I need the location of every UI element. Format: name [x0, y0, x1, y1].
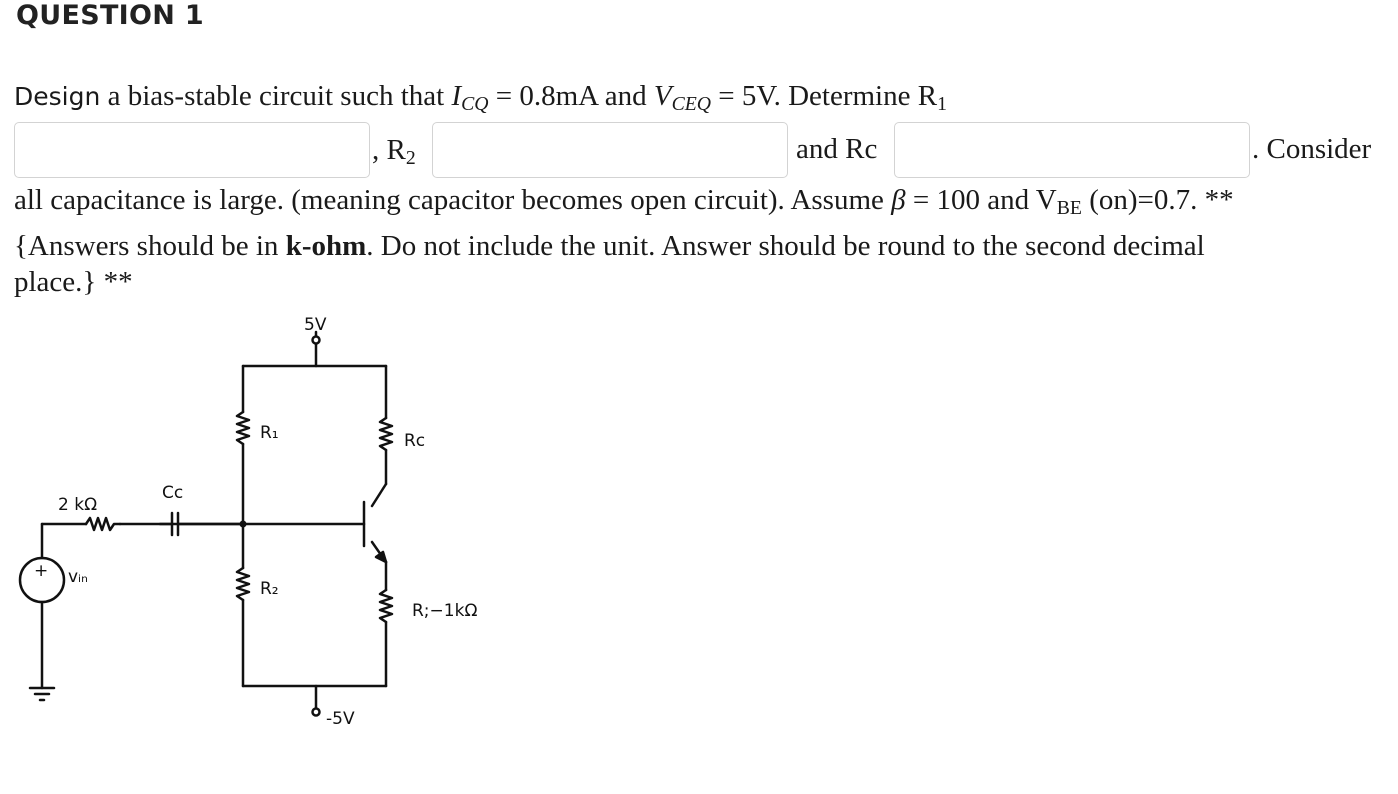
r2-answer-input[interactable] [432, 122, 788, 178]
vbe-subscript: BE [1056, 196, 1082, 219]
beta-symbol: β [891, 184, 906, 216]
rs-resistor [84, 516, 122, 532]
cc-label: Cc [162, 483, 183, 503]
question-line-3: all capacitance is large. (meaning capac… [14, 184, 1234, 219]
vcc-label: 5V [304, 315, 327, 335]
r1-label: R₁ [260, 423, 279, 443]
icq-symbol: ICQ [451, 80, 489, 115]
rc-label-diagram: Rc [404, 431, 425, 451]
rc-label: and Rc [796, 133, 878, 165]
question-line-5: place.} ** [14, 266, 133, 298]
rc-answer-input[interactable] [894, 122, 1250, 178]
rc-resistor [378, 416, 394, 452]
r2-label: , R2 [372, 134, 416, 169]
r2-resistor [235, 566, 251, 602]
consider-text: . Consider [1252, 133, 1372, 165]
rs-label: 2 kΩ [58, 495, 97, 515]
vee-label: -5V [326, 709, 355, 729]
question-text: Design [14, 82, 101, 111]
question-line-1: Design a bias-stable circuit such that I… [14, 82, 947, 115]
svg-text:+: + [34, 561, 48, 581]
vin-label: vᵢₙ [68, 567, 88, 587]
question-text: a bias-stable circuit such that [100, 80, 452, 112]
question-text: = 5V. Determine R [711, 80, 938, 112]
r1-answer-input[interactable] [14, 122, 370, 178]
circuit-diagram: + 5V R₁ Rc Cc 2 kΩ vᵢₙ R₂ R;−1kΩ -5V [18, 315, 477, 729]
question-text: = 0.8mA and [488, 80, 654, 112]
question-line-4: {Answers should be in k-ohm. Do not incl… [14, 230, 1205, 262]
re-resistor [378, 588, 394, 624]
question-title: QUESTION 1 [16, 0, 204, 31]
unit-emphasis: k-ohm [285, 230, 367, 262]
vceq-symbol: VCEQ [653, 80, 712, 115]
r1-resistor [235, 410, 251, 446]
r1-subscript: 1 [937, 92, 947, 115]
r2-label-diagram: R₂ [260, 579, 279, 599]
re-label: R;−1kΩ [412, 601, 477, 621]
